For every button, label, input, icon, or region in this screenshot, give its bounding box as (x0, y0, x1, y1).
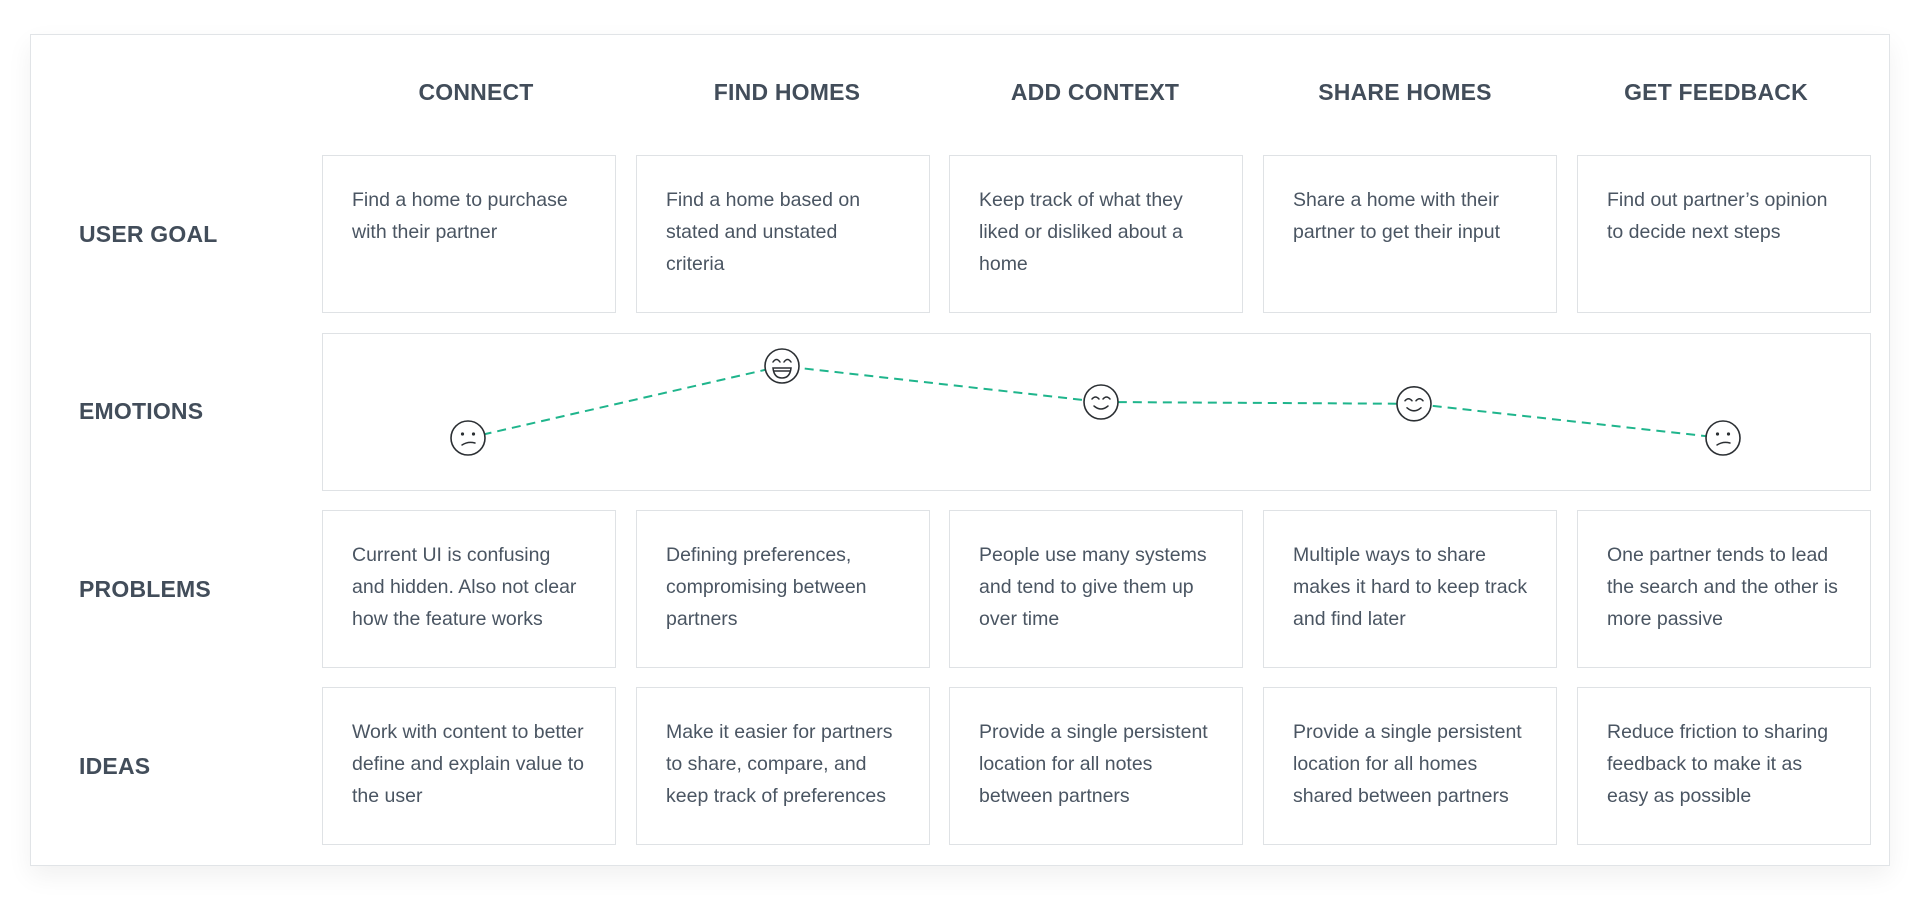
stage-header-add-context: ADD CONTEXT (1010, 79, 1180, 105)
problems-cell-connect: Current UI is confusing and hidden. Also… (322, 510, 616, 668)
stage-header-find-homes: FIND HOMES (713, 79, 861, 105)
ideas-cell-get-feedback: Reduce friction to sharing feedback to m… (1577, 687, 1871, 845)
problems-cell-share-homes: Multiple ways to share makes it hard to … (1263, 510, 1557, 668)
problems-cell-get-feedback: One partner tends to lead the search and… (1577, 510, 1871, 668)
row-label-user-goal: USER GOAL (79, 221, 218, 247)
emotion-content-icon (1396, 386, 1432, 422)
ideas-cell-connect: Work with content to better define and e… (322, 687, 616, 845)
user-goal-cell-connect: Find a home to purchase with their partn… (322, 155, 616, 313)
emotion-content-icon (1083, 384, 1119, 420)
emotion-line (467, 364, 1724, 439)
row-label-problems: PROBLEMS (79, 576, 211, 602)
ideas-cell-add-context: Provide a single persistent location for… (949, 687, 1243, 845)
emotions-panel (322, 333, 1871, 491)
emotion-confused-icon (450, 420, 486, 456)
emotion-confused-icon (1705, 420, 1741, 456)
user-goal-cell-share-homes: Share a home with their partner to get t… (1263, 155, 1557, 313)
row-label-ideas: IDEAS (79, 753, 151, 779)
emotion-curve (450, 348, 1741, 456)
row-label-emotions: EMOTIONS (79, 398, 204, 424)
user-goal-cell-get-feedback: Find out partner’s opinion to decide nex… (1577, 155, 1871, 313)
stage-header-get-feedback: GET FEEDBACK (1624, 79, 1808, 105)
user-goal-cell-add-context: Keep track of what they liked or dislike… (949, 155, 1243, 313)
stage-header-share-homes: SHARE HOMES (1318, 79, 1492, 105)
ideas-cell-share-homes: Provide a single persistent location for… (1263, 687, 1557, 845)
stage-header-connect: CONNECT (418, 79, 534, 105)
problems-cell-add-context: People use many systems and tend to give… (949, 510, 1243, 668)
user-goal-cell-find-homes: Find a home based on stated and unstated… (636, 155, 930, 313)
emotion-very-happy-icon (764, 348, 800, 384)
ideas-cell-find-homes: Make it easier for partners to share, co… (636, 687, 930, 845)
problems-cell-find-homes: Defining preferences, compromising betwe… (636, 510, 930, 668)
